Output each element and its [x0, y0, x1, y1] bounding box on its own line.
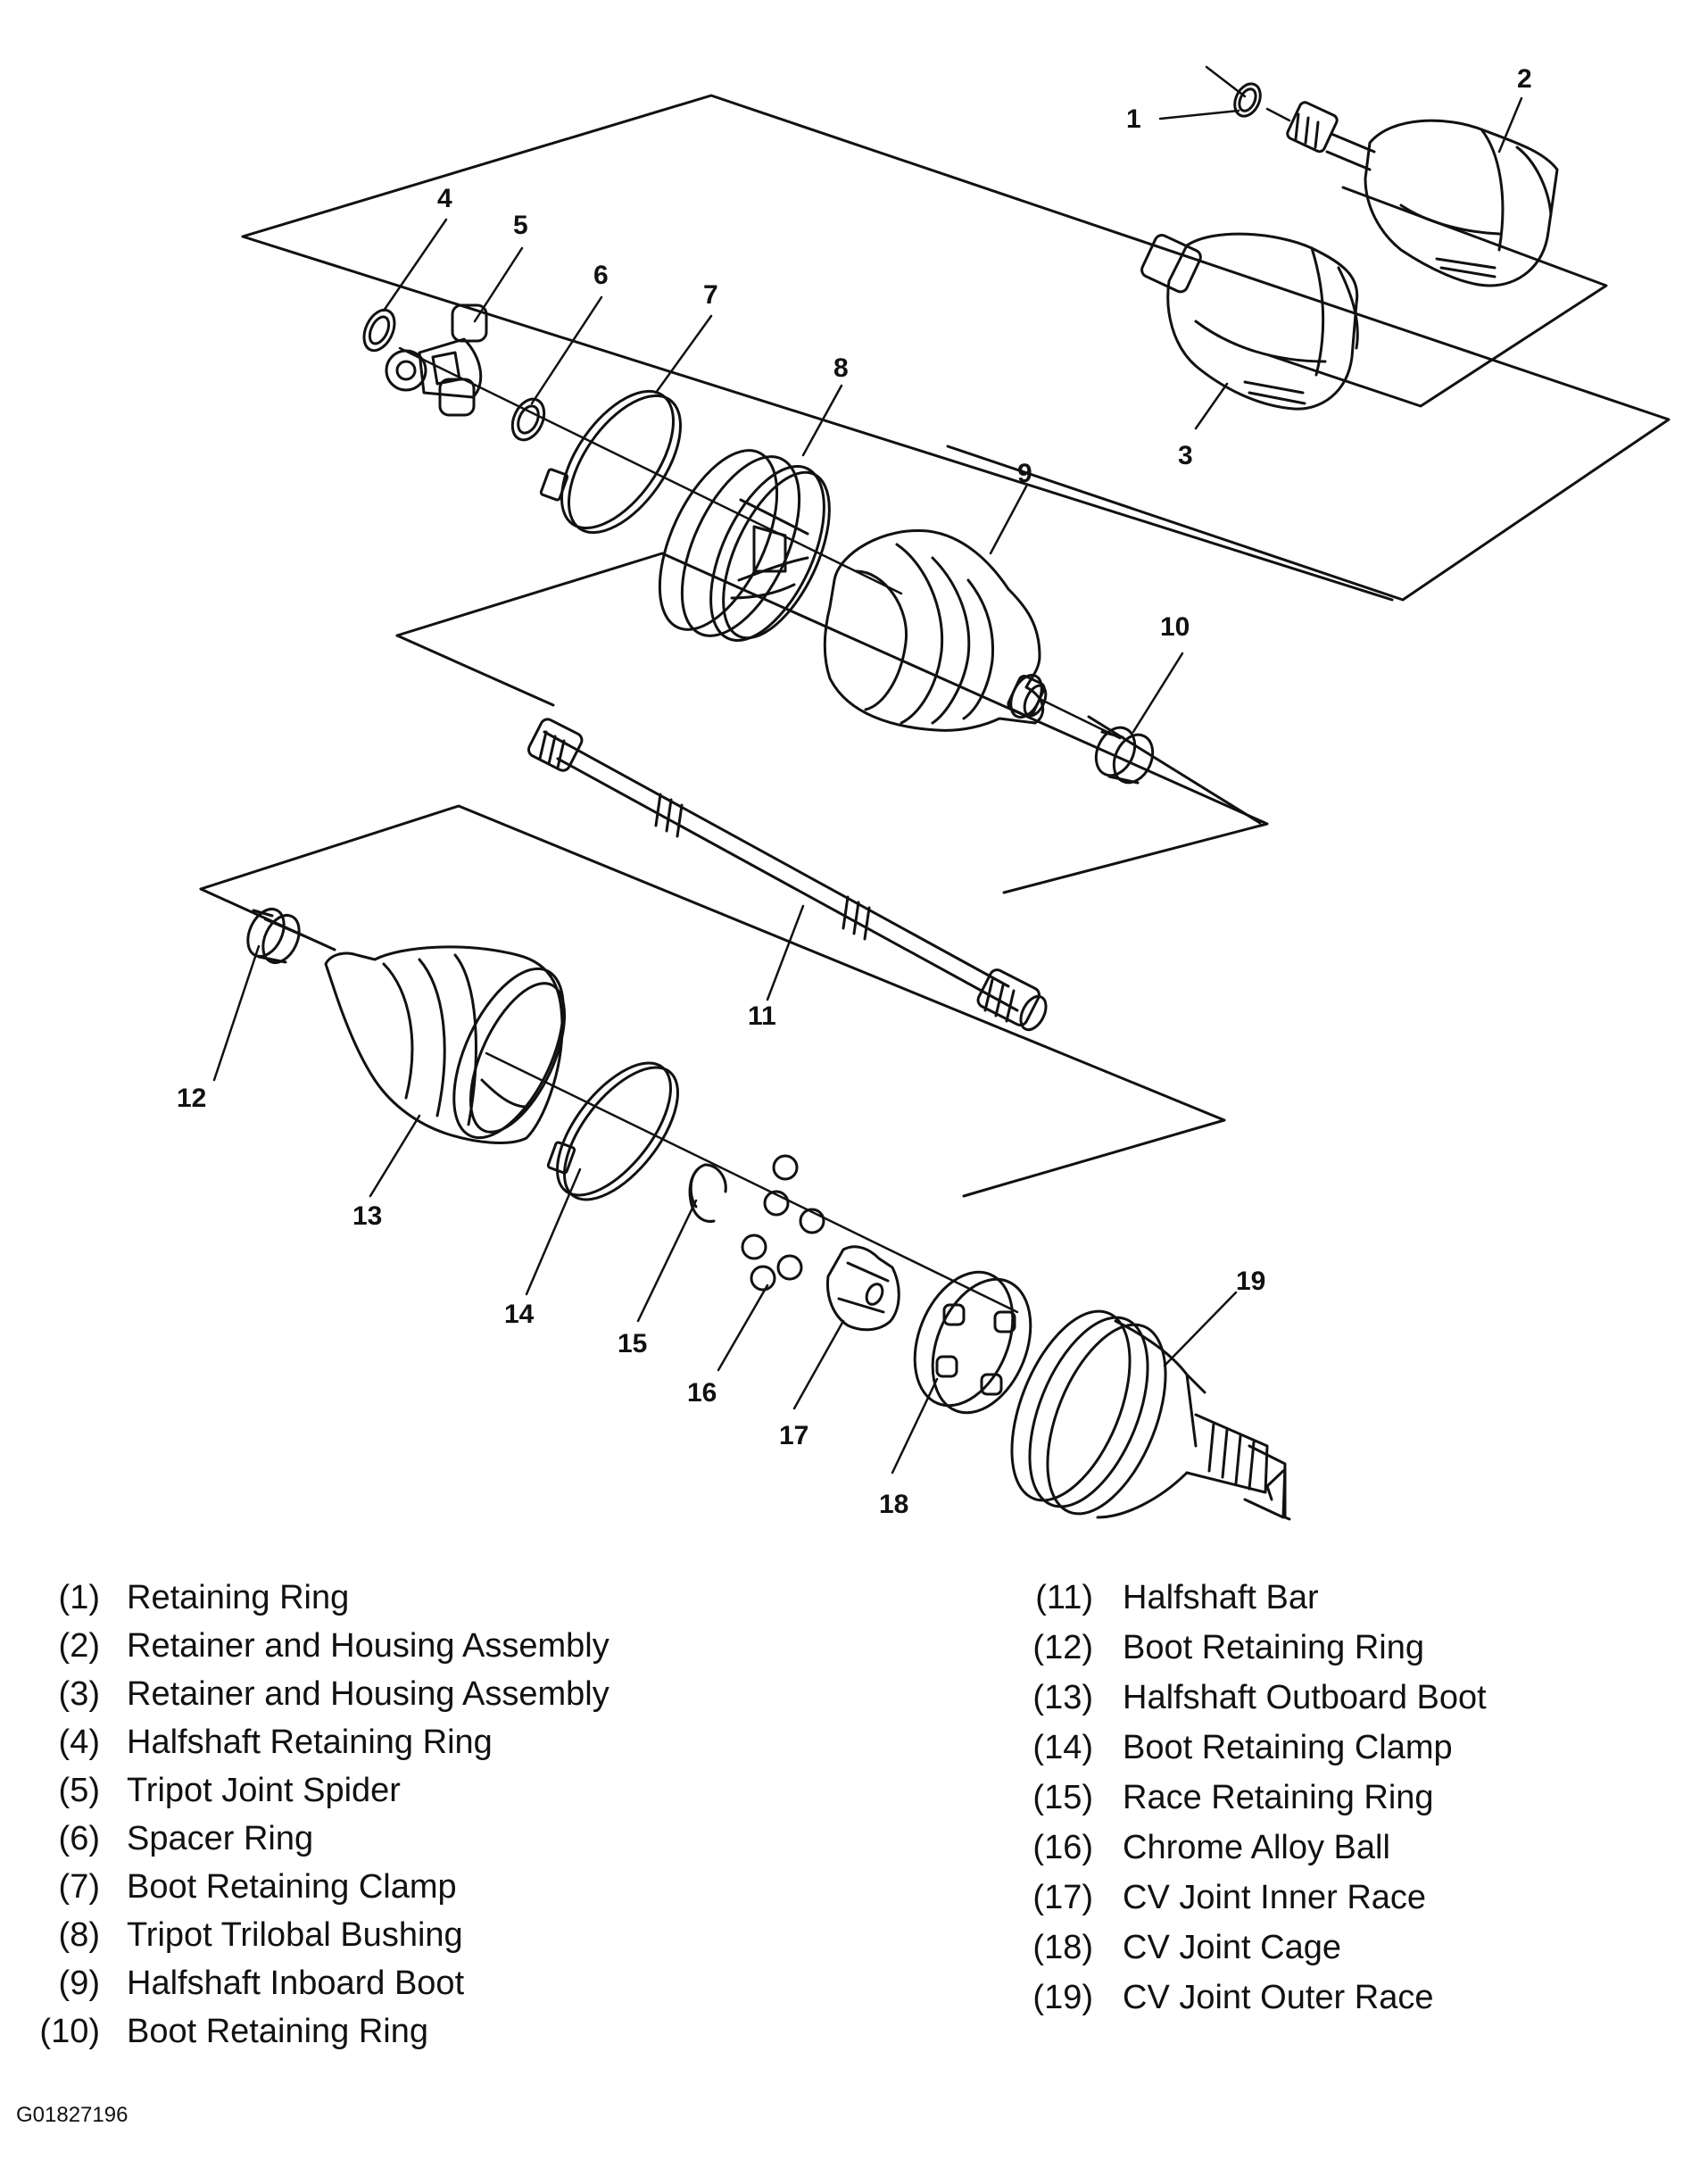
legend-number: (4) — [58, 1724, 100, 1761]
legend-number: (9) — [58, 1965, 100, 2002]
legend-label: CV Joint Outer Race — [1123, 1979, 1434, 2016]
tripot-joint-spider-part — [385, 303, 488, 417]
halfshaft-inboard-boot-part — [823, 528, 1048, 732]
halfshaft-outboard-boot-part — [324, 945, 567, 1144]
cv-joint-inner-race-part — [825, 1245, 900, 1332]
callout-8: 8 — [833, 353, 849, 383]
legend-number: (16) — [1032, 1829, 1093, 1866]
legend-number: (15) — [1032, 1779, 1093, 1816]
retaining-ring-part — [1233, 82, 1262, 118]
cv-joint-cage-part — [913, 1270, 1032, 1415]
legend-number: (2) — [58, 1627, 100, 1665]
legend-label: Tripot Trilobal Bushing — [127, 1916, 463, 1954]
legend-number: (18) — [1032, 1929, 1093, 1966]
callout-11: 11 — [748, 1001, 776, 1031]
group-frame-housing — [1267, 186, 1608, 408]
boot-retaining-ring-part-12 — [246, 908, 301, 964]
retainer-housing-assembly-3 — [1140, 232, 1359, 411]
callout-7: 7 — [703, 280, 718, 310]
callout-12: 12 — [177, 1084, 206, 1113]
boot-retaining-ring-part-10 — [1094, 726, 1155, 785]
legend-number: (5) — [58, 1772, 100, 1809]
callout-3: 3 — [1178, 441, 1193, 470]
callout-14: 14 — [504, 1300, 535, 1329]
boot-retaining-clamp-part-7 — [539, 389, 683, 535]
halfshaft-exploded-diagram: 1 2 3 4 5 6 7 8 9 10 11 12 13 14 15 16 1… — [177, 64, 1671, 1521]
callout-18: 18 — [879, 1490, 908, 1519]
legend-label: Retaining Ring — [127, 1579, 350, 1616]
group-frame-outboard — [199, 804, 1226, 1198]
boot-retaining-clamp-part-14 — [546, 1061, 679, 1201]
callout-4: 4 — [437, 184, 452, 213]
legend-number: (3) — [58, 1675, 100, 1713]
legend-label: Halfshaft Retaining Ring — [127, 1724, 493, 1761]
legend-number: (13) — [1032, 1679, 1093, 1716]
callout-5: 5 — [513, 211, 528, 240]
callout-19: 19 — [1236, 1267, 1265, 1296]
assembly-axis-lines — [263, 65, 1291, 1314]
legend-number: (7) — [58, 1868, 100, 1906]
callout-2: 2 — [1517, 64, 1532, 94]
legend-number: (10) — [39, 2013, 100, 2050]
callout-16: 16 — [687, 1378, 717, 1408]
legend-number: (8) — [58, 1916, 100, 1954]
tripot-trilobal-bushing-part — [658, 449, 831, 642]
legend-label: Boot Retaining Ring — [127, 2013, 428, 2050]
legend-number: (14) — [1032, 1729, 1093, 1766]
legend-number: (12) — [1032, 1629, 1093, 1666]
callout-13: 13 — [352, 1201, 382, 1231]
legend-label: Tripot Joint Spider — [127, 1772, 401, 1809]
legend-label: CV Joint Cage — [1123, 1929, 1342, 1966]
group-frame-inboard — [241, 94, 1671, 602]
legend-label: Retainer and Housing Assembly — [127, 1675, 609, 1713]
cv-joint-outer-race-part — [1010, 1309, 1291, 1521]
group-frame-shaft — [395, 552, 1269, 894]
legend-label: Boot Retaining Ring — [1123, 1629, 1424, 1666]
legend-label: Race Retaining Ring — [1123, 1779, 1434, 1816]
legend-number: (1) — [58, 1579, 100, 1616]
legend-number: (11) — [1035, 1579, 1093, 1616]
legend-label: Halfshaft Inboard Boot — [127, 1965, 465, 2002]
chrome-alloy-balls-part — [741, 1154, 825, 1292]
legend-number: (19) — [1032, 1979, 1093, 2016]
race-retaining-ring-part — [688, 1163, 727, 1223]
callout-17: 17 — [779, 1421, 808, 1450]
halfshaft-retaining-ring-part — [362, 308, 396, 353]
legend-number: (17) — [1032, 1879, 1093, 1916]
callout-15: 15 — [618, 1329, 647, 1358]
legend-label: Chrome Alloy Ball — [1123, 1829, 1390, 1866]
callout-labels: 1 2 3 4 5 6 7 8 9 10 11 12 13 14 15 16 1… — [177, 64, 1532, 1519]
legend-label: Halfshaft Bar — [1123, 1579, 1319, 1616]
legend-number: (6) — [58, 1820, 100, 1857]
legend-label: Halfshaft Outboard Boot — [1123, 1679, 1487, 1716]
legend-label: Spacer Ring — [127, 1820, 314, 1857]
retainer-housing-assembly-2 — [1286, 101, 1559, 287]
callout-1: 1 — [1126, 104, 1141, 134]
legend-label: CV Joint Inner Race — [1123, 1879, 1427, 1916]
callout-9: 9 — [1017, 459, 1032, 488]
legend-label: Boot Retaining Clamp — [127, 1868, 457, 1906]
legend-label: Boot Retaining Clamp — [1123, 1729, 1453, 1766]
figure-id: G01827196 — [16, 2103, 129, 2127]
callout-10: 10 — [1160, 612, 1190, 642]
halfshaft-bar-part — [526, 718, 1048, 1032]
legend-label: Retainer and Housing Assembly — [127, 1627, 609, 1665]
callout-6: 6 — [593, 261, 609, 290]
leader-lines — [212, 96, 1523, 1475]
spacer-ring-part — [510, 397, 546, 442]
